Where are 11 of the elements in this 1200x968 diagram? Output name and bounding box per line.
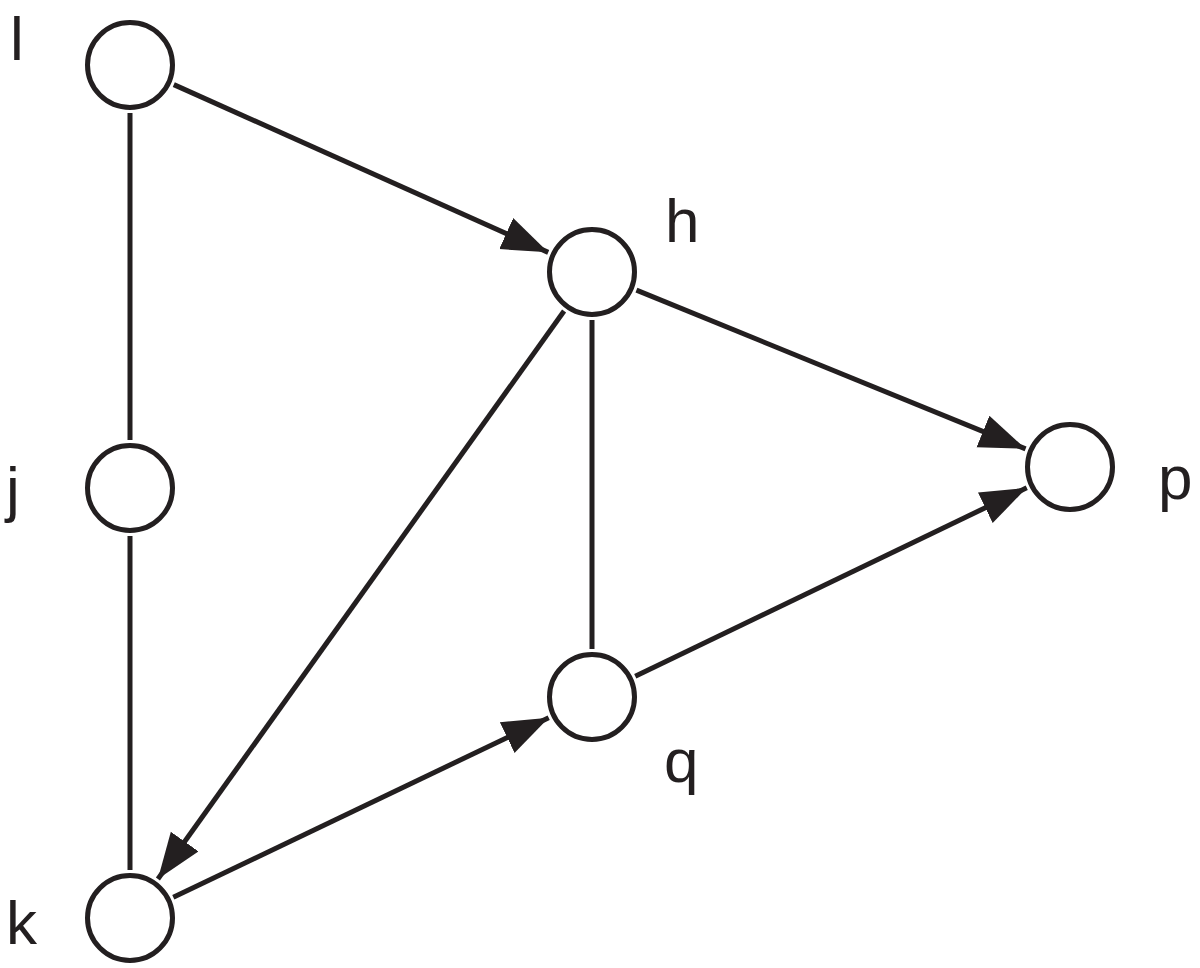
node-label: h <box>665 190 700 252</box>
arrow <box>155 309 567 881</box>
arrow <box>634 485 1028 679</box>
node-label: k <box>6 892 37 954</box>
connector-line <box>127 113 133 440</box>
node-label: l <box>10 8 24 70</box>
arrow <box>172 82 550 255</box>
arrow <box>635 287 1027 452</box>
arrow <box>172 715 550 900</box>
connector-line <box>589 320 595 649</box>
connector-line <box>127 536 133 870</box>
